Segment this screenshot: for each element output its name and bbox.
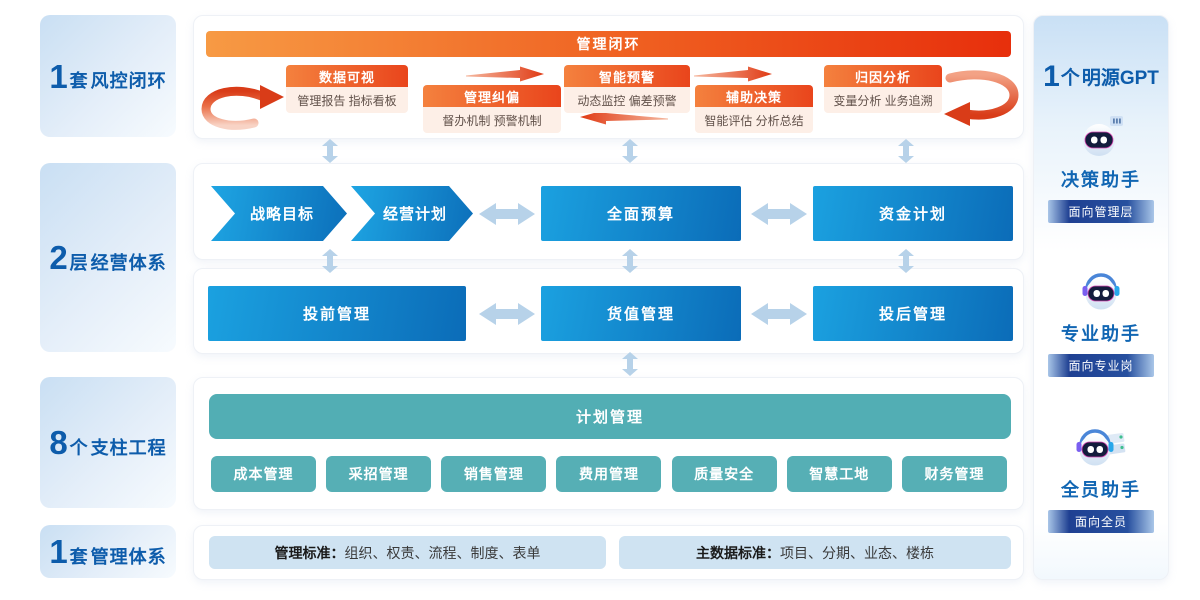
operation-row1-card: 战略目标 经营计划 全面预算 资金计划 — [193, 163, 1024, 260]
assistant-audience-badge: 面向管理层 — [1048, 200, 1154, 223]
vertical-double-arrow-icon — [322, 139, 338, 163]
master-data-standard-label: 主数据标准： — [696, 544, 780, 561]
red-swoosh-right-icon — [944, 70, 1019, 126]
pillar-expense: 费用管理 — [556, 456, 662, 492]
red-swoosh-left-icon — [201, 85, 284, 130]
assistant-audience-badge: 面向专业岗 — [1048, 354, 1154, 377]
horizontal-double-arrow-icon — [751, 303, 807, 325]
standards-card: 管理标准： 组织、权责、流程、制度、表单 主数据标准： 项目、分期、业态、楼栋 — [193, 525, 1024, 580]
box-pre-investment: 投前管理 — [208, 286, 466, 341]
gpt-card: 1个明源GPT 决策助手 面向管理层 — [1033, 15, 1169, 580]
assistant-audience-badge: 面向全员 — [1048, 510, 1154, 533]
risk-step-title: 归因分析 — [824, 65, 942, 87]
plan-management-bar: 计划管理 — [209, 394, 1011, 439]
risk-step-attribution-analysis: 归因分析 变量分析 业务追溯 — [824, 65, 942, 113]
vertical-double-arrow-icon — [622, 352, 638, 376]
management-standard-box: 管理标准： 组织、权责、流程、制度、表单 — [209, 536, 606, 569]
left-label-unit: 套 — [69, 71, 88, 91]
box-full-budget: 全面预算 — [541, 186, 741, 241]
management-loop-bar: 管理闭环 — [206, 31, 1011, 57]
gpt-title: 1个明源GPT — [1034, 60, 1168, 94]
professional-robot-icon — [1034, 266, 1168, 314]
risk-step-desc: 智能评估 分析总结 — [695, 107, 813, 133]
master-data-standard-box: 主数据标准： 项目、分期、业态、楼栋 — [619, 536, 1011, 569]
operation-row2-card: 投前管理 货值管理 投后管理 — [193, 268, 1024, 354]
vertical-double-arrow-icon — [322, 249, 338, 273]
assistant-decision: 决策助手 面向管理层 — [1034, 112, 1168, 223]
horizontal-double-arrow-icon — [479, 203, 535, 225]
gpt-title-number: 1 — [1043, 60, 1060, 93]
red-arrow-left-icon — [580, 109, 668, 125]
left-label-unit: 个 — [69, 437, 88, 458]
risk-step-desc: 督办机制 预警机制 — [423, 107, 561, 133]
risk-step-desc: 管理报告 指标看板 — [286, 87, 408, 113]
pillar-smart-site: 智慧工地 — [786, 456, 892, 492]
chevron-operation-plan: 经营计划 — [351, 186, 473, 241]
left-label-management-system: 1 套 管理体系 — [40, 525, 176, 578]
vertical-double-arrow-icon — [622, 249, 638, 273]
chevron-strategy-goal: 战略目标 — [211, 186, 347, 241]
left-label-text: 管理体系 — [90, 546, 167, 567]
red-arrow-right-icon — [466, 66, 544, 82]
pillar-finance: 财务管理 — [901, 456, 1007, 492]
left-label-operation-system: 2 层 经营体系 — [40, 163, 176, 352]
assistant-staff: 全员助手 面向全员 — [1034, 422, 1168, 533]
assistant-name: 专业助手 — [1061, 324, 1141, 344]
left-label-number: 8 — [49, 424, 68, 461]
left-label-text: 经营体系 — [90, 252, 167, 273]
box-post-investment: 投后管理 — [813, 286, 1013, 341]
management-standard-content: 组织、权责、流程、制度、表单 — [344, 544, 541, 561]
risk-step-desc: 动态监控 偏差预警 — [564, 87, 690, 113]
management-loop-title: 管理闭环 — [576, 36, 641, 52]
left-label-text: 支柱工程 — [90, 437, 167, 458]
box-fund-plan: 资金计划 — [813, 186, 1013, 241]
risk-step-decision-support: 辅助决策 智能评估 分析总结 — [695, 85, 813, 133]
pillar-procurement: 采招管理 — [326, 456, 432, 492]
left-label-text: 风控闭环 — [90, 71, 167, 91]
risk-step-title: 辅助决策 — [695, 85, 813, 107]
risk-step-data-visualization: 数据可视 管理报告 指标看板 — [286, 65, 408, 113]
left-label-risk-loop: 1 套 风控闭环 — [40, 15, 176, 137]
risk-step-title: 数据可视 — [286, 65, 408, 87]
staff-robot-icon — [1034, 422, 1168, 470]
pillar-row: 成本管理 采招管理 销售管理 费用管理 质量安全 智慧工地 财务管理 — [211, 456, 1007, 492]
risk-step-smart-warning: 智能预警 动态监控 偏差预警 — [564, 65, 690, 113]
risk-step-title: 智能预警 — [564, 65, 690, 87]
left-label-unit: 层 — [69, 252, 88, 273]
assistant-name: 全员助手 — [1061, 480, 1141, 500]
pillar-quality-safety: 质量安全 — [671, 456, 777, 492]
assistant-name: 决策助手 — [1061, 170, 1141, 190]
left-label-pillar-projects: 8 个 支柱工程 — [40, 377, 176, 508]
horizontal-double-arrow-icon — [479, 303, 535, 325]
red-arrow-right-icon — [694, 66, 772, 82]
left-label-unit: 套 — [69, 546, 88, 567]
pillar-sales: 销售管理 — [441, 456, 547, 492]
master-data-standard-content: 项目、分期、业态、楼栋 — [780, 544, 934, 561]
management-standard-label: 管理标准： — [274, 544, 345, 561]
left-label-number: 1 — [49, 533, 68, 570]
left-label-number: 2 — [49, 239, 68, 276]
risk-step-correction: 管理纠偏 督办机制 预警机制 — [423, 85, 561, 133]
pillars-card: 计划管理 成本管理 采招管理 销售管理 费用管理 质量安全 智慧工地 财务管理 — [193, 377, 1024, 510]
horizontal-double-arrow-icon — [751, 203, 807, 225]
box-goods-value: 货值管理 — [541, 286, 741, 341]
left-label-number: 1 — [49, 57, 68, 95]
gpt-title-text: 明源GPT — [1081, 68, 1159, 89]
pillar-cost: 成本管理 — [211, 456, 316, 492]
vertical-double-arrow-icon — [898, 249, 914, 273]
risk-loop-card: 管理闭环 — [193, 15, 1024, 139]
gpt-title-unit: 个 — [1060, 68, 1080, 89]
risk-step-title: 管理纠偏 — [423, 85, 561, 107]
vertical-double-arrow-icon — [898, 139, 914, 163]
risk-step-desc: 变量分析 业务追溯 — [824, 87, 942, 113]
decision-robot-icon — [1034, 112, 1168, 160]
assistant-professional: 专业助手 面向专业岗 — [1034, 266, 1168, 377]
vertical-double-arrow-icon — [622, 139, 638, 163]
